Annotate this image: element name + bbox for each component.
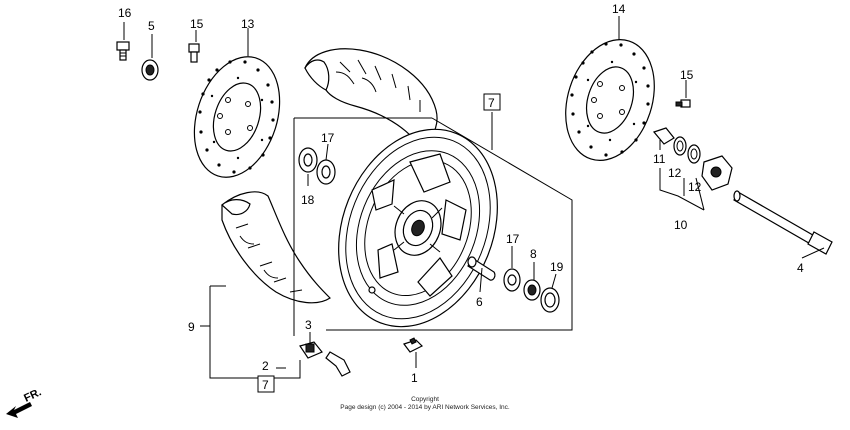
- valve-stem-2[interactable]: [325, 351, 351, 377]
- callout-2: 2: [262, 359, 269, 373]
- collar-5[interactable]: [141, 59, 159, 81]
- callout-10: 10: [674, 218, 688, 232]
- callout-16: 16: [118, 6, 132, 20]
- wheel-rim[interactable]: [310, 105, 525, 350]
- arrow-icon: [6, 402, 32, 418]
- bolt-15-right[interactable]: [675, 99, 691, 108]
- axle-4[interactable]: [733, 190, 833, 255]
- tire-lower-section[interactable]: [221, 191, 331, 304]
- callout-13: 13: [241, 17, 255, 31]
- bearing-18[interactable]: [298, 147, 318, 173]
- callout-17-left: 17: [321, 131, 335, 145]
- callout-19: 19: [550, 260, 564, 274]
- callout-9: 9: [188, 320, 195, 334]
- valve-3[interactable]: [299, 341, 323, 359]
- footer: Copyright Page design (c) 2004 - 2014 by…: [340, 396, 510, 411]
- balance-weight-1[interactable]: [403, 337, 424, 353]
- callout-8: 8: [530, 247, 537, 261]
- bearing-17-right[interactable]: [503, 268, 521, 292]
- seal-12-b[interactable]: [687, 144, 701, 164]
- callout-6: 6: [476, 295, 483, 309]
- callout-1: 1: [411, 371, 418, 385]
- callout-3: 3: [305, 318, 312, 332]
- bearing-17-left[interactable]: [316, 159, 336, 185]
- bolt-15-left[interactable]: [188, 43, 200, 63]
- leader-lines: [123, 16, 825, 379]
- callout-14: 14: [612, 2, 626, 16]
- brake-disc-right[interactable]: [551, 28, 669, 172]
- footer-copyright: Copyright: [411, 396, 439, 403]
- speedometer-gearbox[interactable]: [701, 155, 733, 191]
- side-collar-11[interactable]: [652, 127, 675, 145]
- callout-11: 11: [653, 152, 666, 166]
- box-callout-7-bottom: 7: [257, 375, 275, 393]
- direction-label: FR.: [22, 386, 43, 404]
- front-direction-indicator: FR.: [6, 386, 43, 418]
- footer-credit: Page design (c) 2004 - 2014 by ARI Netwo…: [340, 404, 510, 411]
- callout-7-bottom: 7: [262, 378, 269, 392]
- bolt-16[interactable]: [116, 41, 130, 61]
- callout-17-right: 17: [506, 232, 520, 246]
- seal-12-a[interactable]: [673, 136, 687, 156]
- seal-19[interactable]: [540, 287, 560, 313]
- brake-disc-left[interactable]: [180, 46, 294, 189]
- callout-5: 5: [148, 19, 155, 33]
- box-callout-7-top: 7: [483, 93, 501, 111]
- callout-15-left: 15: [190, 17, 204, 31]
- callout-labels: 16 5 15 13 14 15 17 18 11 12 12 10 4 17 …: [118, 2, 804, 385]
- callout-15-right: 15: [680, 68, 694, 82]
- callout-18: 18: [301, 193, 315, 207]
- callout-12-b: 12: [688, 180, 702, 194]
- callout-12-a: 12: [668, 166, 682, 180]
- callout-4: 4: [797, 261, 804, 275]
- clip-8[interactable]: [523, 279, 541, 301]
- callout-7-top: 7: [488, 96, 495, 110]
